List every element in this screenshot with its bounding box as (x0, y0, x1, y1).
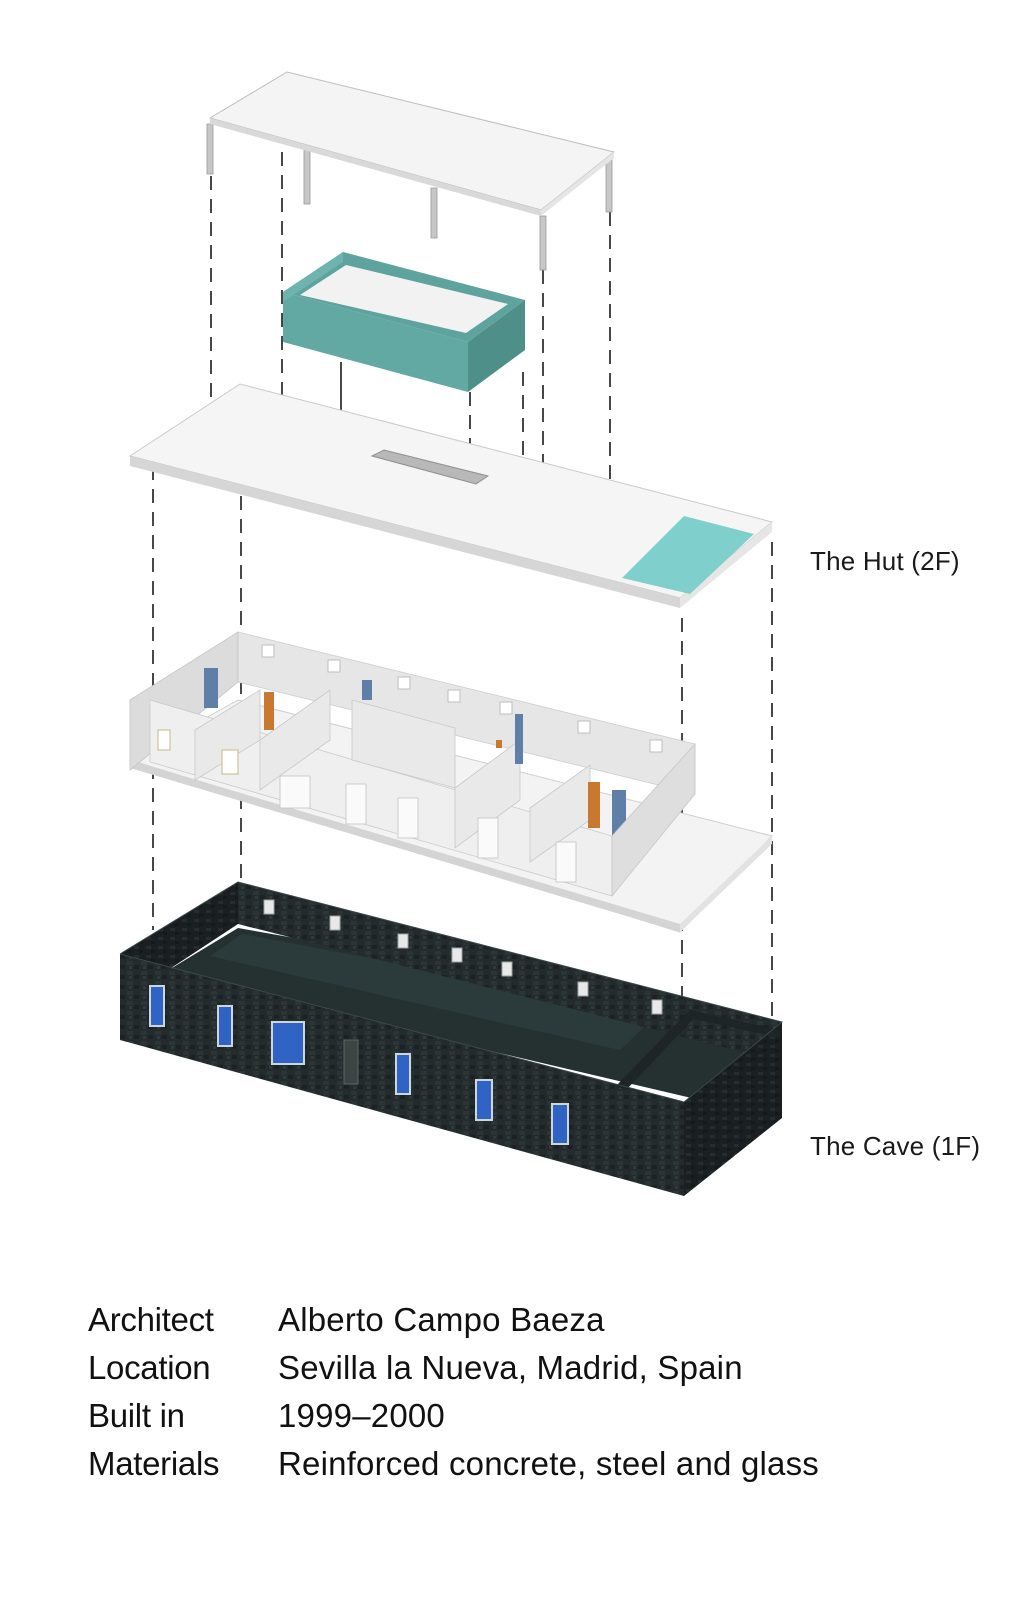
info-key: Materials (88, 1445, 220, 1482)
info-row-built-in: Built in 1999–2000 (88, 1392, 819, 1440)
roof-slab (206, 71, 616, 271)
info-row-location: Location Sevilla la Nueva, Madrid, Spain (88, 1344, 819, 1392)
info-key: Architect (88, 1301, 214, 1338)
info-row-architect: Architect Alberto Campo Baeza (88, 1296, 819, 1344)
hut-layer-label: The Hut (2F) (810, 546, 960, 576)
info-key: Location (88, 1349, 211, 1386)
info-value: Alberto Campo Baeza (278, 1301, 605, 1338)
info-key: Built in (88, 1397, 185, 1434)
cave-volume (119, 881, 784, 1196)
project-info-table: Architect Alberto Campo Baeza Location S… (88, 1296, 819, 1488)
teal-volume (283, 252, 525, 420)
info-value: Sevilla la Nueva, Madrid, Spain (278, 1349, 743, 1386)
info-value: 1999–2000 (278, 1397, 445, 1434)
hut-interior (128, 631, 773, 933)
exploded-axonometric-diagram (119, 71, 784, 1196)
info-row-materials: Materials Reinforced concrete, steel and… (88, 1440, 819, 1488)
info-value: Reinforced concrete, steel and glass (278, 1445, 820, 1482)
cave-layer-label: The Cave (1F) (810, 1131, 981, 1161)
hut-slab (128, 383, 774, 608)
